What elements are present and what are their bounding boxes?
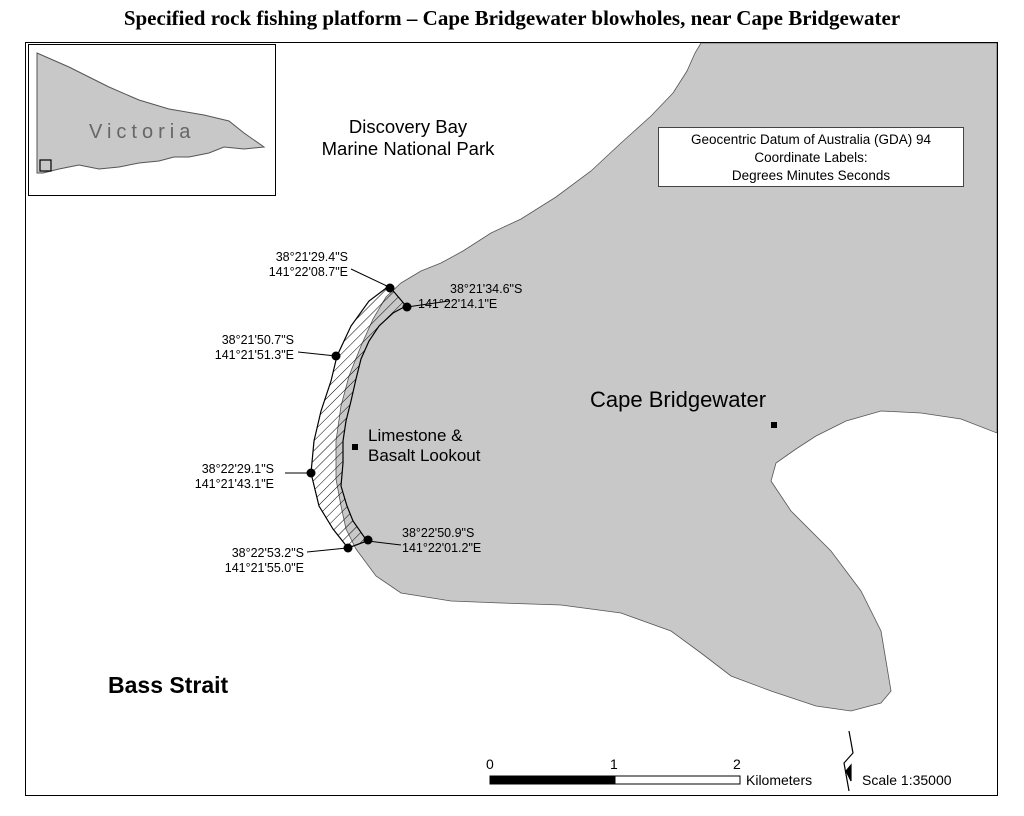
lookout-label-line1: Limestone & <box>368 426 463 445</box>
coord-3-lat: 38°21'50.7"S <box>221 333 294 347</box>
map-canvas <box>285 43 997 792</box>
datum-line-1: Geocentric Datum of Australia (GDA) 94 <box>690 132 932 147</box>
lookout-label-line2: Basalt Lookout <box>368 446 481 465</box>
coordinate-leader-lines <box>285 268 450 553</box>
fishing-platform-area <box>310 285 407 549</box>
point-2 <box>402 302 412 312</box>
marine-park-label-line1: Discovery Bay <box>348 116 468 137</box>
coord-5-lat: 38°22'53.2"S <box>231 546 304 560</box>
point-4 <box>306 468 316 478</box>
coord-label-1: 38°21'29.4"S 141°22'08.7"E <box>234 250 348 280</box>
datum-info-box: Geocentric Datum of Australia (GDA) 94 C… <box>658 127 964 187</box>
inset-canvas <box>36 52 266 174</box>
point-3 <box>331 351 341 361</box>
coordinate-points <box>306 283 412 553</box>
inset-region-label: Victoria <box>89 121 196 143</box>
coord-1-lat: 38°21'29.4"S <box>275 250 348 264</box>
scale-bar <box>489 775 741 785</box>
point-5 <box>343 543 353 553</box>
coord-label-6: 38°22'50.9"S 141°22'01.2"E <box>402 526 522 556</box>
coord-label-4: 38°22'29.1"S 141°21'43.1"E <box>160 462 274 492</box>
marine-park-label: Discovery Bay Marine National Park <box>288 116 528 160</box>
scale-tick-0: 0 <box>486 756 494 772</box>
scale-ratio: Scale 1:35000 <box>862 772 952 788</box>
point-6 <box>363 535 373 545</box>
inset-location-box <box>39 159 52 172</box>
marine-park-label-line2: Marine National Park <box>321 138 495 159</box>
datum-line-2: Coordinate Labels: <box>754 150 868 165</box>
coord-label-3: 38°21'50.7"S 141°21'51.3"E <box>180 333 294 363</box>
cape-marker <box>771 422 777 428</box>
map-title: Specified rock fishing platform – Cape B… <box>123 6 901 30</box>
land-mass <box>335 43 997 712</box>
coord-3-lon: 141°21'51.3"E <box>214 348 294 362</box>
scale-tick-2: 2 <box>733 756 741 772</box>
datum-line-3: Degrees Minutes Seconds <box>731 168 891 183</box>
coord-1-lon: 141°22'08.7"E <box>268 265 348 279</box>
inset-victoria-shape <box>36 52 266 174</box>
lookout-marker <box>352 444 358 450</box>
coord-label-2: 38°21'34.6"S 141°22'14.1"E <box>418 282 548 312</box>
lookout-label: Limestone & Basalt Lookout <box>368 426 480 466</box>
strait-label: Bass Strait <box>108 672 229 698</box>
point-1 <box>385 283 395 293</box>
inset-map: Victoria <box>28 44 276 196</box>
coord-4-lat: 38°22'29.1"S <box>201 462 274 476</box>
coord-6-lat: 38°22'50.9"S <box>402 526 475 540</box>
scale-tick-1: 1 <box>610 756 618 772</box>
coord-2-lat: 38°21'34.6"S <box>450 282 523 296</box>
coord-label-5: 38°22'53.2"S 141°21'55.0"E <box>190 546 304 576</box>
north-arrow-icon <box>843 730 854 792</box>
cape-label: Cape Bridgewater <box>590 387 767 412</box>
coord-6-lon: 141°22'01.2"E <box>402 541 482 555</box>
coord-4-lon: 141°21'43.1"E <box>194 477 274 491</box>
coord-2-lon: 141°22'14.1"E <box>418 297 498 311</box>
scale-unit: Kilometers <box>746 772 813 788</box>
coord-5-lon: 141°21'55.0"E <box>224 561 304 575</box>
